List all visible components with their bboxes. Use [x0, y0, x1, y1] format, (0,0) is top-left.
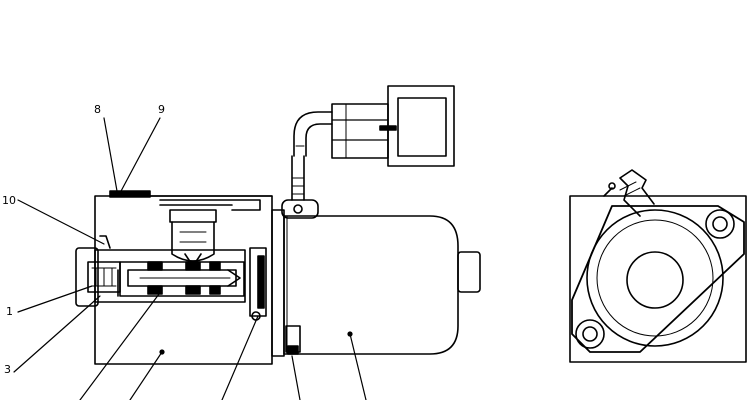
end-plug: [75, 235, 121, 307]
leader-lines: [13, 117, 367, 400]
connector-cable: [281, 111, 333, 219]
callout-9: 9: [158, 103, 165, 116]
callout-8: 8: [94, 103, 101, 116]
spool: [94, 249, 246, 303]
callout-10: 10: [2, 194, 16, 207]
leader-spool: [79, 289, 163, 400]
solenoid-housing: [271, 209, 481, 357]
callout-3: 3: [4, 363, 11, 376]
seal-plate: [249, 247, 267, 321]
leader-terminal: [291, 355, 301, 400]
end-view: [569, 169, 747, 363]
leader-seal: [221, 315, 259, 400]
callout-1: 1: [6, 305, 13, 318]
leader-9: [119, 117, 161, 194]
electrical-plug: [331, 85, 455, 167]
valve-seat: [159, 199, 261, 267]
leader-coil: [349, 333, 367, 400]
leader-body: [129, 351, 163, 400]
leader-8: [103, 117, 118, 192]
leader-1: [17, 285, 93, 313]
dot-body: [159, 349, 165, 355]
dot-coil: [347, 331, 353, 337]
leader-10: [17, 199, 105, 245]
leader-3: [13, 295, 101, 373]
